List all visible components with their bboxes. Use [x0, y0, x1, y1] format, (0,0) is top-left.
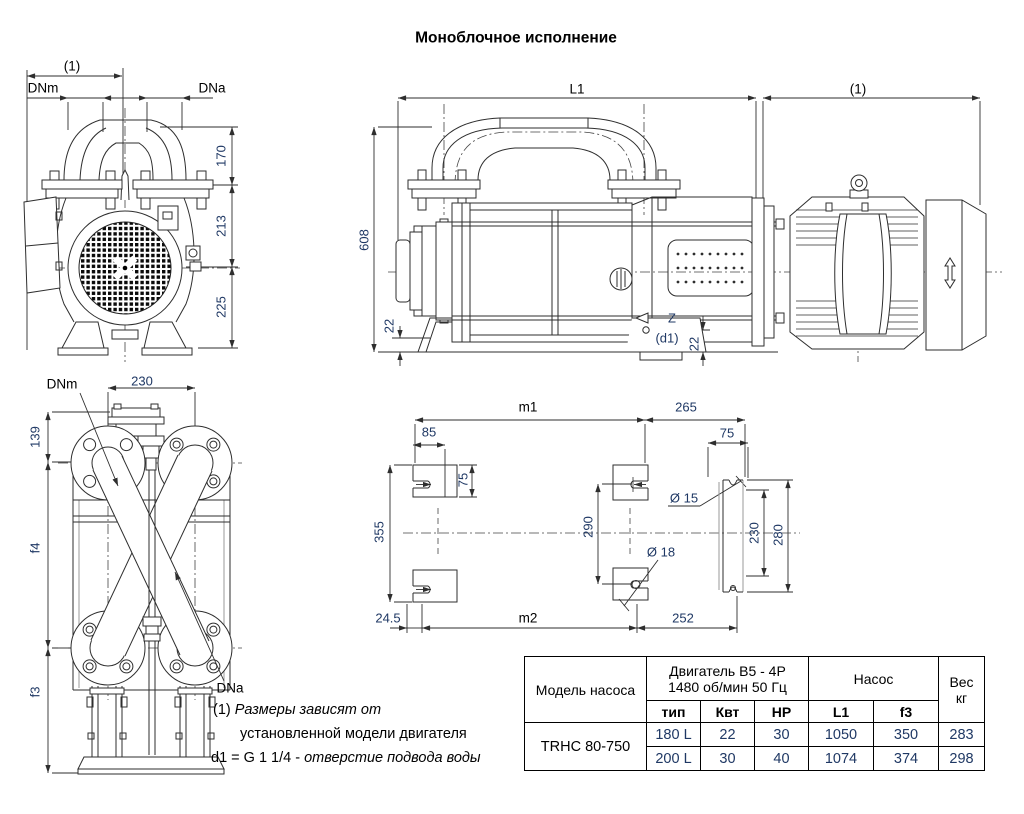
front-dim-213: 213 — [213, 215, 229, 237]
table-header-model: Модель насоса — [524, 656, 647, 723]
base-dia-18-label: Ø 18 — [646, 544, 676, 560]
base-dim-75-left: 75 — [455, 472, 471, 488]
base-dim-290: 290 — [580, 516, 596, 538]
base-m1-label: m1 — [518, 399, 538, 415]
table-col-f3: f3 — [873, 700, 939, 723]
top-dna-label: DNa — [216, 680, 244, 696]
z-port-arrow-icon — [634, 312, 649, 324]
front-dim-1-label: (1) — [63, 58, 81, 74]
table-header-pump: Насос — [808, 656, 939, 701]
base-dim-355: 355 — [371, 521, 387, 543]
front-dnm-label: DNm — [27, 80, 59, 96]
base-dim-230: 230 — [746, 522, 762, 544]
base-m2-label: m2 — [518, 610, 538, 626]
front-dna-label: DNa — [198, 80, 226, 96]
side-view-drawing — [371, 95, 1002, 366]
side-z-label: Z — [668, 310, 676, 326]
top-view-drawing — [45, 385, 242, 775]
base-plan-drawing — [387, 417, 800, 633]
side-l1-label: L1 — [569, 81, 585, 97]
top-f4-label: f4 — [27, 542, 43, 554]
side-d1-label: (d1) — [655, 330, 679, 346]
fan-cover — [925, 199, 987, 351]
table-col-kwt: Квт — [700, 700, 755, 723]
base-dim-24-5: 24.5 — [375, 610, 401, 626]
front-view-drawing — [23, 68, 240, 362]
base-dim-252: 252 — [672, 610, 694, 626]
table-model-value: TRHC 80-750 — [524, 722, 647, 771]
table-header-motor: Двигатель B5 - 4P 1480 об/мин 50 Гц — [646, 656, 809, 701]
note-line-2: установленной модели двигателя — [240, 726, 467, 742]
table-row: TRHC 80-750 180 L 22 30 1050 350 283 — [524, 722, 985, 771]
top-dnm-label: DNm — [46, 376, 78, 392]
side-dim-1-label: (1) — [849, 81, 867, 97]
table-col-type: тип — [646, 700, 701, 723]
base-dim-280: 280 — [770, 524, 786, 546]
front-dim-170: 170 — [213, 145, 229, 167]
table-col-hp: НР — [754, 700, 809, 723]
specification-table: Модель насоса Двигатель B5 - 4P 1480 об/… — [524, 656, 985, 771]
base-dim-75-right: 75 — [719, 425, 735, 441]
base-dim-265: 265 — [675, 399, 697, 415]
table-col-l1: L1 — [808, 700, 874, 723]
front-dim-225: 225 — [213, 296, 229, 318]
base-dia-15-label: Ø 15 — [669, 490, 699, 506]
side-dim-608: 608 — [356, 229, 372, 251]
note-line-3: d1 = G 1 1/4 - отверстие подвода воды — [211, 750, 481, 766]
page-title: Моноблочное исполнение — [415, 29, 617, 47]
note-line-1: (1) Размеры зависят от — [213, 702, 382, 718]
table-header-weight: Вес кг — [938, 656, 985, 723]
top-dim-139: 139 — [27, 426, 43, 448]
airflow-arrow-icon — [944, 257, 956, 289]
base-dim-85: 85 — [421, 424, 437, 440]
top-dim-230: 230 — [131, 373, 153, 389]
side-dim-22-left: 22 — [381, 318, 397, 334]
top-f3-label: f3 — [27, 686, 43, 698]
table-row: 200 L 30 40 1074 374 298 — [525, 746, 985, 771]
side-dim-22-right: 22 — [686, 336, 702, 352]
